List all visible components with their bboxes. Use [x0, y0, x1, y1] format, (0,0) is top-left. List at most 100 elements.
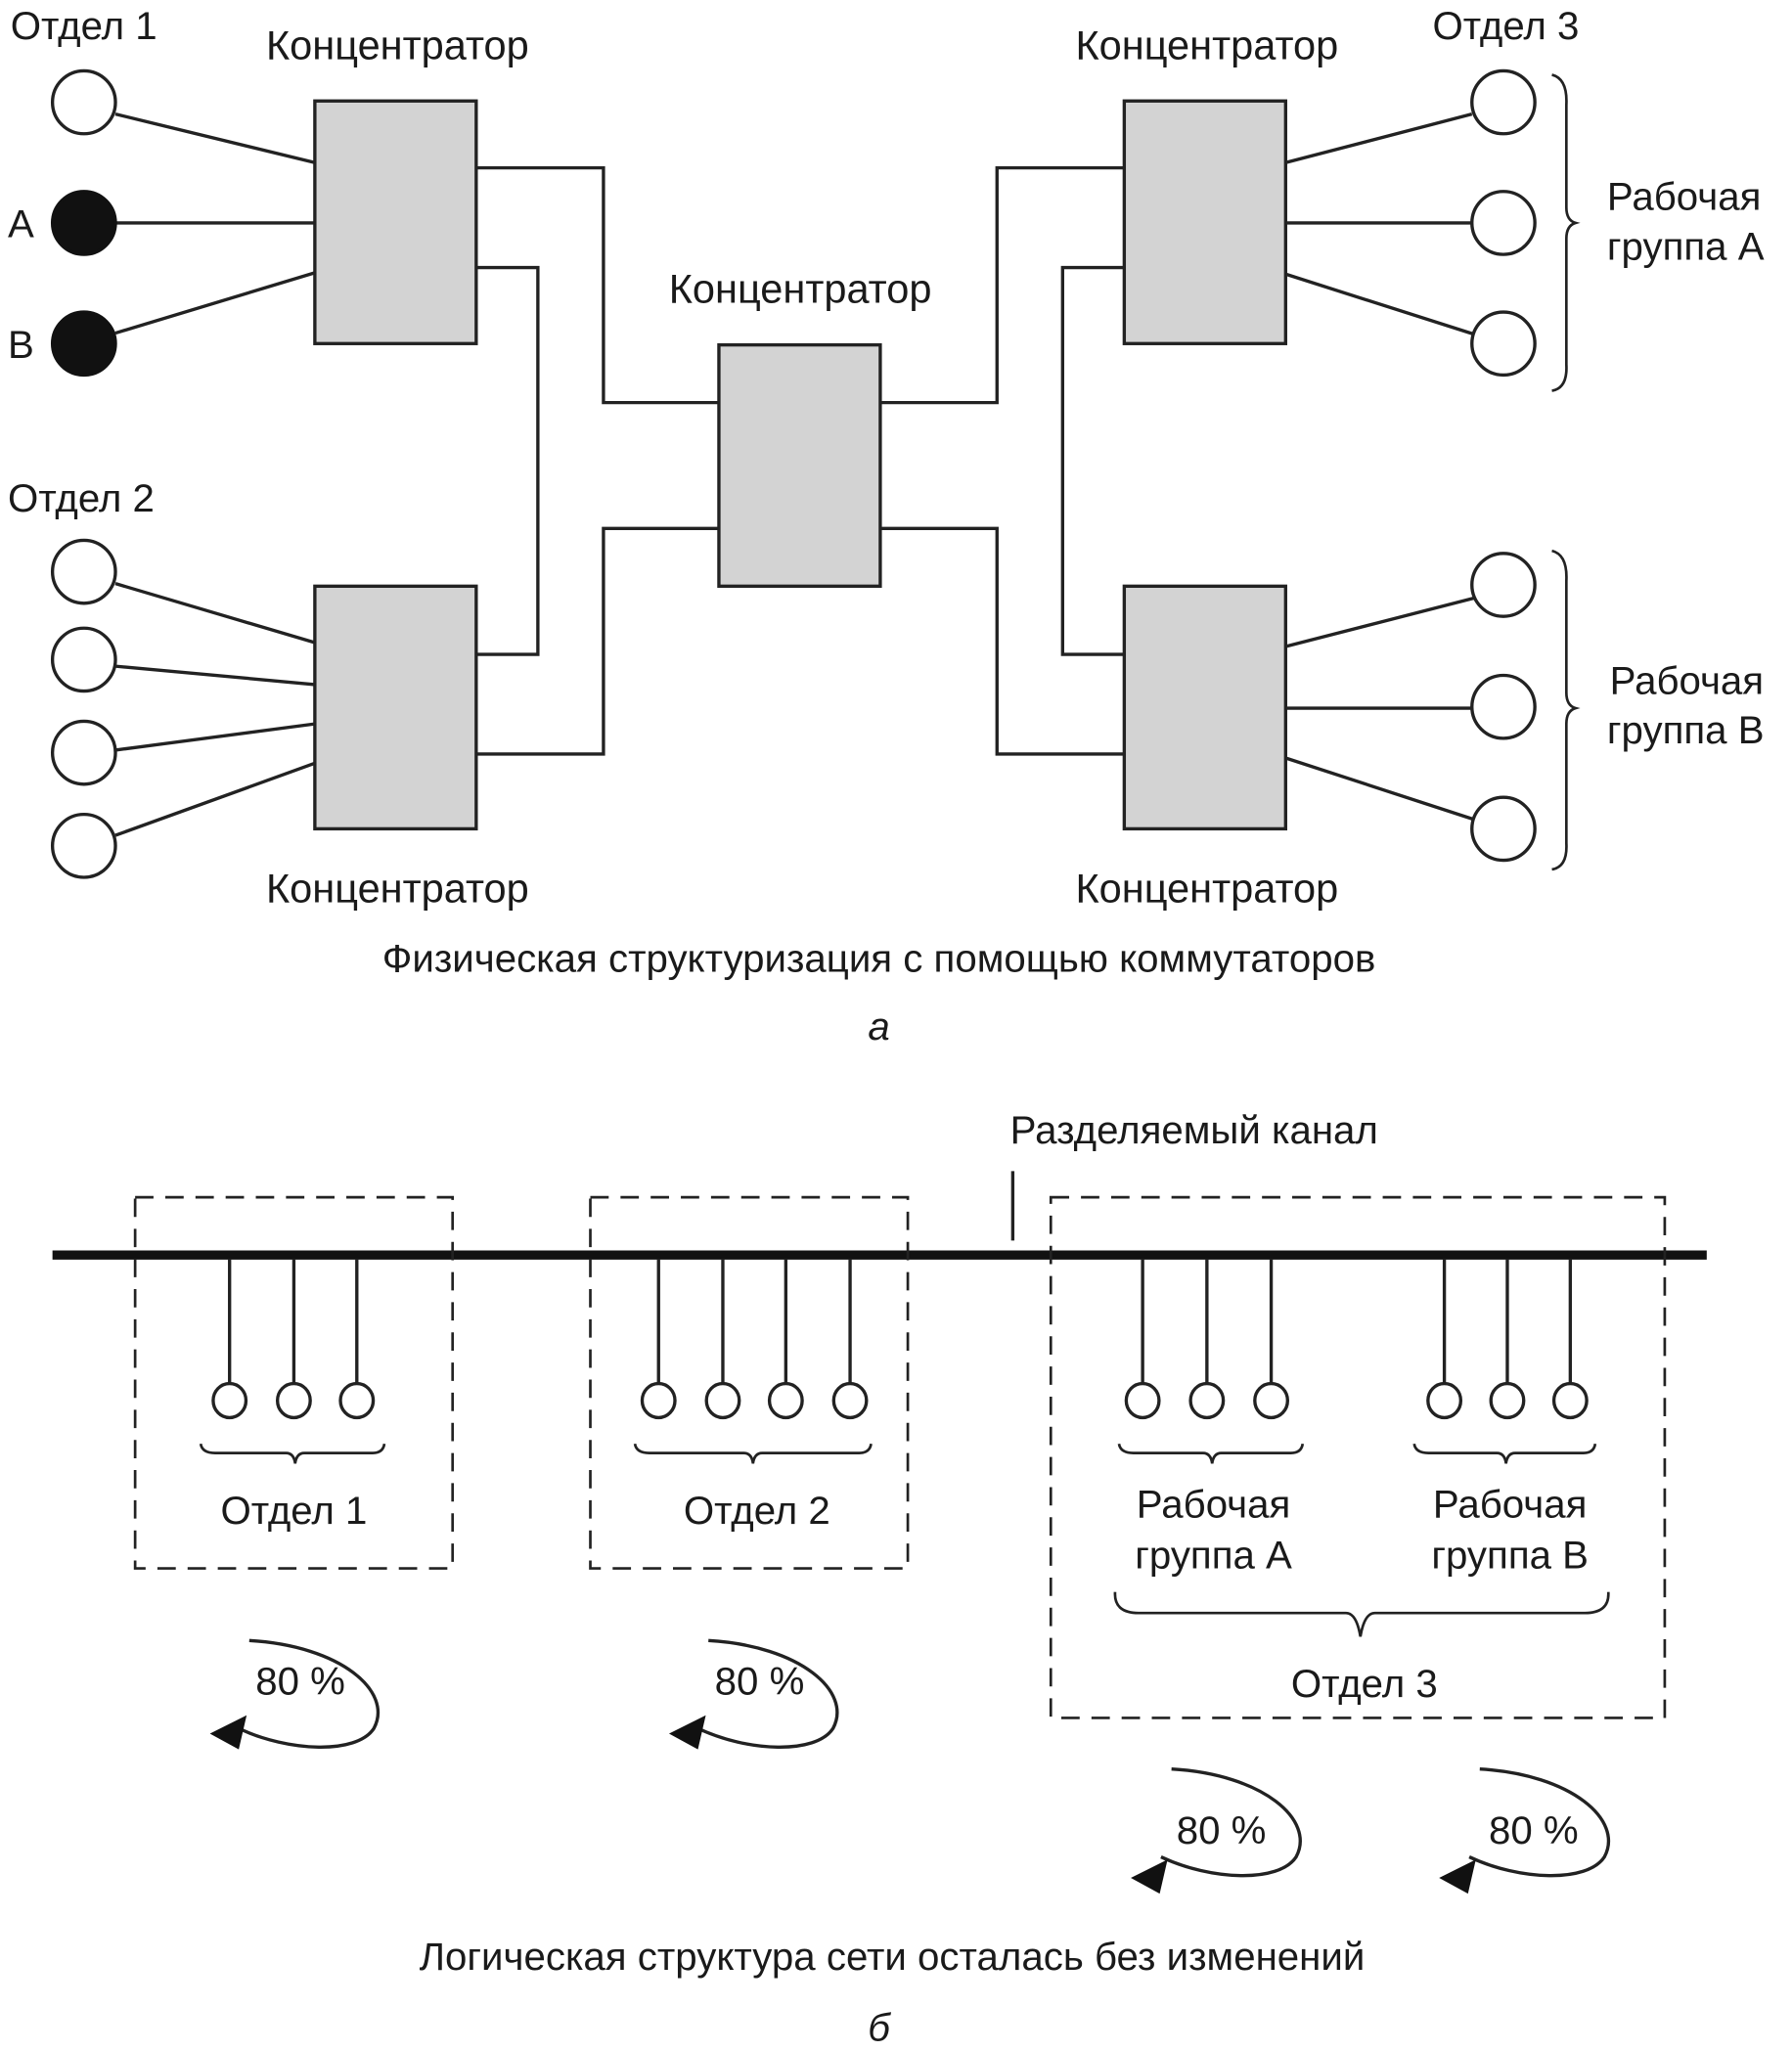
figure-a-letter: а	[868, 1004, 889, 1048]
wire-dept2-node2	[114, 664, 316, 687]
hub-central	[717, 342, 882, 589]
dept2-workstation	[50, 538, 117, 605]
arrowhead-icon	[1131, 1859, 1168, 1895]
hub-label-top-right: Концентратор	[1075, 22, 1338, 67]
traffic-loop-dept1: 80 %	[209, 1638, 381, 1750]
workgroup-a-station	[1253, 1381, 1290, 1420]
workgroup-a-station	[1188, 1381, 1226, 1420]
workgroup-a-label: Рабочая	[1137, 1482, 1291, 1526]
figure-b-letter: б	[868, 2005, 891, 2049]
workgroup-b-station	[1551, 1381, 1589, 1420]
hub-label-bottom-right: Концентратор	[1075, 865, 1338, 911]
workstation-b	[50, 310, 117, 378]
dept2-label: Отдел 2	[684, 1489, 830, 1533]
dept3-label: Отдел 3	[1291, 1662, 1438, 1706]
workgroup-b-stations	[1426, 1259, 1589, 1420]
workgroup-a-brace	[1551, 73, 1581, 392]
dept1-boundary	[133, 1195, 455, 1570]
link-hubA-hubB	[1060, 265, 1125, 656]
traffic-label: 80 %	[255, 1659, 345, 1703]
figure-a-physical-structure: Концентратор Концентратор Концентратор К…	[8, 4, 1765, 1048]
figure-b-logical-structure: Разделяемый канал Отдел 1 Отдел	[52, 1108, 1707, 2049]
dept1-station	[338, 1381, 376, 1420]
hub-dept2	[313, 584, 478, 831]
node-b-label: B	[8, 323, 34, 367]
wire-node-b	[114, 271, 316, 335]
workgroup-b-workstation	[1470, 795, 1537, 863]
workgroup-a-label: Рабочая	[1607, 175, 1762, 219]
arrowhead-icon	[1439, 1859, 1476, 1895]
traffic-loop-workgroup-b: 80 %	[1439, 1767, 1611, 1895]
dept2-label: Отдел 2	[8, 476, 155, 520]
dept2-station	[767, 1381, 804, 1420]
traffic-label: 80 %	[1489, 1808, 1579, 1852]
workgroup-a-brace	[1117, 1443, 1305, 1464]
workgroup-a-label: группа A	[1135, 1534, 1292, 1578]
traffic-loop-arrow-icon	[696, 1638, 839, 1749]
dept2-station	[704, 1381, 741, 1420]
workgroup-a-stations	[1124, 1259, 1290, 1420]
dept1-workstation	[50, 68, 117, 136]
dept2-station	[831, 1381, 869, 1420]
dept2-boundary	[589, 1195, 910, 1570]
dept2-station	[640, 1381, 677, 1420]
dept1-station	[211, 1381, 248, 1420]
workgroup-b-label: группа B	[1607, 708, 1765, 752]
dept1-stations	[211, 1259, 376, 1420]
link-central-hubB	[879, 526, 1125, 756]
dept1-station	[275, 1381, 312, 1420]
wire-dept1-node1	[114, 112, 316, 164]
figure-a-caption: Физическая структуризация с помощью комм…	[382, 937, 1376, 981]
traffic-loop-dept2: 80 %	[668, 1638, 839, 1750]
wire-wgb-node3	[1284, 756, 1475, 822]
link-hub2-central	[475, 526, 719, 756]
traffic-loop-workgroup-a: 80 %	[1131, 1767, 1302, 1895]
hub-dept1	[313, 99, 478, 345]
dept1-brace	[199, 1443, 386, 1464]
link-central-hubA	[879, 165, 1125, 405]
wire-dept2-node1	[114, 582, 316, 645]
dept1-label: Отдел 1	[220, 1489, 367, 1533]
workgroup-b-label: Рабочая	[1610, 658, 1765, 702]
wire-wgb-node1	[1284, 596, 1475, 648]
traffic-label: 80 %	[1177, 1808, 1267, 1852]
hub-workgroup-a	[1122, 99, 1287, 345]
workgroup-b-station	[1489, 1381, 1526, 1420]
hub-label-bottom-left: Концентратор	[266, 865, 529, 911]
workgroup-b-label: группа B	[1431, 1534, 1589, 1578]
dept3-boundary	[1049, 1195, 1667, 1719]
wire-dept2-node3	[114, 722, 316, 752]
arrowhead-icon	[209, 1715, 247, 1750]
workgroup-b-workstation	[1470, 552, 1537, 618]
workgroup-a-workstation	[1470, 310, 1537, 378]
workgroup-b-brace	[1412, 1443, 1597, 1464]
wire-wga-node1	[1284, 112, 1473, 164]
hub-workgroup-b	[1122, 584, 1287, 831]
dept2-workstation	[50, 626, 117, 693]
dept2-stations	[640, 1259, 869, 1420]
workgroup-b-workstation	[1470, 673, 1537, 740]
hub-label-center: Концентратор	[669, 266, 932, 312]
arrowhead-icon	[668, 1715, 706, 1750]
traffic-label: 80 %	[715, 1659, 805, 1703]
figure-b-caption: Логическая структура сети осталась без и…	[420, 1935, 1366, 1979]
dept3-brace	[1113, 1591, 1610, 1637]
traffic-loop-arrow-icon	[238, 1638, 381, 1749]
workgroup-a-station	[1124, 1381, 1161, 1420]
dept3-label: Отдел 3	[1433, 4, 1580, 48]
link-hub1-central	[475, 165, 719, 405]
workgroup-b-label: Рабочая	[1433, 1482, 1588, 1526]
traffic-loop-arrow-icon	[1160, 1767, 1302, 1878]
dept2-workstation	[50, 812, 117, 879]
workgroup-a-label: группа A	[1607, 224, 1765, 268]
node-a-label: A	[8, 202, 34, 246]
workstation-a	[50, 190, 117, 256]
traffic-loop-arrow-icon	[1468, 1767, 1611, 1878]
wire-dept2-node4	[114, 761, 316, 837]
workgroup-b-brace	[1551, 549, 1581, 871]
workgroup-b-station	[1426, 1381, 1463, 1420]
hub-label-top-left: Концентратор	[266, 22, 529, 67]
shared-channel-label: Разделяемый канал	[1010, 1108, 1378, 1152]
workgroup-a-workstation	[1470, 68, 1537, 136]
